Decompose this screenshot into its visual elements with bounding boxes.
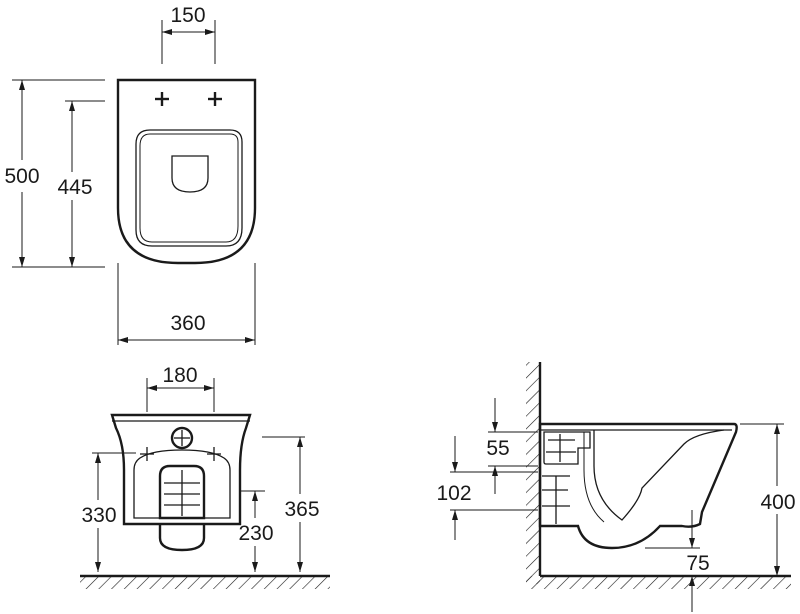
side-view-bowl-outline [538, 422, 738, 550]
top-view-seat-opening-inner [139, 133, 239, 243]
front-view-bowl-outline [110, 413, 252, 526]
front-dim-width-180: 180 [162, 364, 197, 387]
front-view-bolt-left [140, 447, 154, 461]
front-view-drain-opening [158, 464, 206, 520]
front-view-bolt-right [207, 447, 221, 461]
top-view: 150 500 445 360 [4, 4, 257, 345]
side-dim-55: 55 [486, 437, 509, 460]
top-view-fixing-hole-right [208, 92, 222, 106]
side-view-trap [543, 431, 591, 465]
front-view-outlet [158, 524, 206, 552]
top-dim-height-445: 445 [57, 176, 92, 199]
front-view-inlet [170, 426, 194, 450]
top-view-bowl-outline [116, 78, 257, 265]
side-view-wall-hatch [526, 362, 540, 584]
front-dim-height-330: 330 [81, 504, 116, 527]
front-dim-height-230: 230 [238, 522, 273, 545]
front-view-floor-hatch [80, 576, 330, 589]
side-view: 55 102 75 400 [436, 362, 796, 612]
top-view-seat-opening [135, 129, 243, 247]
side-dim-400: 400 [760, 491, 795, 514]
front-dim-height-365: 365 [284, 498, 319, 521]
side-view-floor-hatch [526, 576, 791, 589]
front-view: 180 330 230 365 [80, 364, 330, 589]
side-dim-75: 75 [686, 552, 709, 575]
top-dim-width-150: 150 [170, 4, 205, 27]
top-dim-height-500: 500 [4, 165, 39, 188]
top-dim-width-360: 360 [170, 312, 205, 335]
top-view-fixing-hole-left [155, 92, 169, 106]
front-view-inner-contour [133, 449, 231, 519]
side-view-inner-contour [593, 429, 725, 521]
top-view-drain [171, 155, 209, 193]
side-dim-102: 102 [436, 482, 471, 505]
